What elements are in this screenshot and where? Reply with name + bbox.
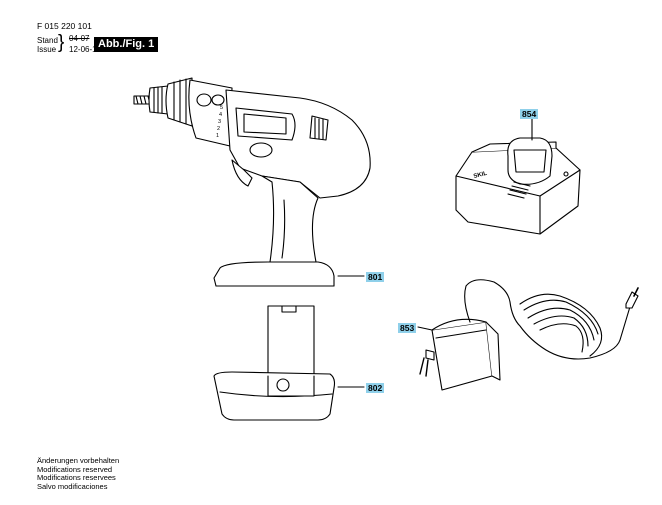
callout-801: 801 xyxy=(366,272,385,282)
stand-label: Stand xyxy=(37,36,58,45)
adapter-illustration xyxy=(419,279,639,391)
note-line: Modifications reservees xyxy=(37,473,116,482)
leader-853 xyxy=(417,326,433,331)
clutch-number: 2 xyxy=(217,126,220,132)
figure-label: Abb./Fig. 1 xyxy=(94,37,159,52)
clutch-number: 4 xyxy=(219,112,222,118)
callout-853: 853 xyxy=(398,323,417,333)
battery-illustration xyxy=(213,305,336,421)
callout-854: 854 xyxy=(520,109,539,119)
issue-label: Issue xyxy=(37,45,57,54)
note-line: Salvo modificaciones xyxy=(37,481,108,491)
brace-glyph: } xyxy=(58,32,65,53)
revision-date-new: 12-06-12 xyxy=(69,45,102,54)
clutch-number: 5 xyxy=(220,105,223,111)
note-line: Modifications reserved xyxy=(37,464,113,474)
charger-illustration xyxy=(455,137,581,235)
clutch-number: 3 xyxy=(218,119,221,125)
document-number: F 015 220 101 xyxy=(37,21,92,31)
note-line: Änderungen vorbehalten xyxy=(37,456,120,465)
drill-illustration xyxy=(133,77,371,287)
revision-date-old: 04-07 xyxy=(69,34,90,43)
clutch-number: 1 xyxy=(216,133,219,139)
charger-brand-label: SKIL xyxy=(473,171,488,180)
clutch-scale: 1 2 3 4 5 xyxy=(216,105,223,139)
callout-802: 802 xyxy=(366,383,385,393)
